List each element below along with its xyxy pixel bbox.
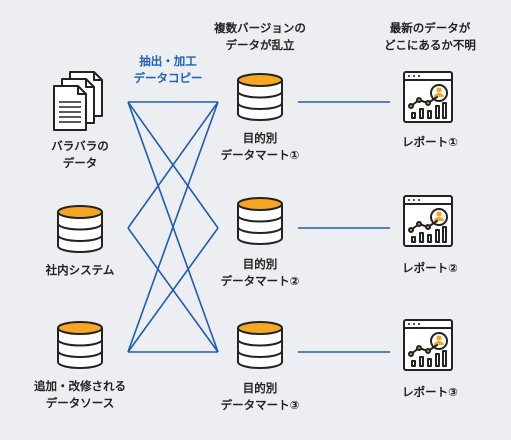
- report-label: レポート①: [402, 135, 458, 149]
- database-icon: [57, 205, 103, 253]
- database-icon: [237, 73, 283, 121]
- report-label: レポート②: [402, 261, 458, 275]
- report-dashboard-icon: [403, 319, 453, 371]
- connector-label: 抽出・加工 データコピー: [133, 54, 203, 85]
- source-label: 社内システム: [45, 263, 115, 277]
- source-label: 追加・改修される データソース: [34, 379, 126, 410]
- middle-column-header: 複数バージョンの データが乱立: [214, 21, 306, 52]
- database-icon: [237, 197, 283, 245]
- report-label: レポート③: [402, 385, 458, 399]
- documents-icon: [53, 71, 103, 131]
- report-dashboard-icon: [403, 71, 453, 123]
- mart-label: 目的別 データマート②: [220, 257, 300, 288]
- source-label: バラバラの データ: [51, 139, 109, 170]
- right-column-header: 最新のデータが どこにあるか不明: [384, 21, 476, 52]
- database-icon: [57, 321, 103, 369]
- connector-source3-mart2: [127, 227, 219, 353]
- connector-source2-mart1: [127, 101, 219, 229]
- connector-lines: [127, 101, 390, 353]
- database-icon: [237, 321, 283, 369]
- mart-label: 目的別 データマート①: [220, 131, 300, 162]
- connector-source3-mart1: [127, 101, 219, 353]
- report-dashboard-icon: [403, 195, 453, 247]
- mart-label: 目的別 データマート③: [220, 381, 300, 412]
